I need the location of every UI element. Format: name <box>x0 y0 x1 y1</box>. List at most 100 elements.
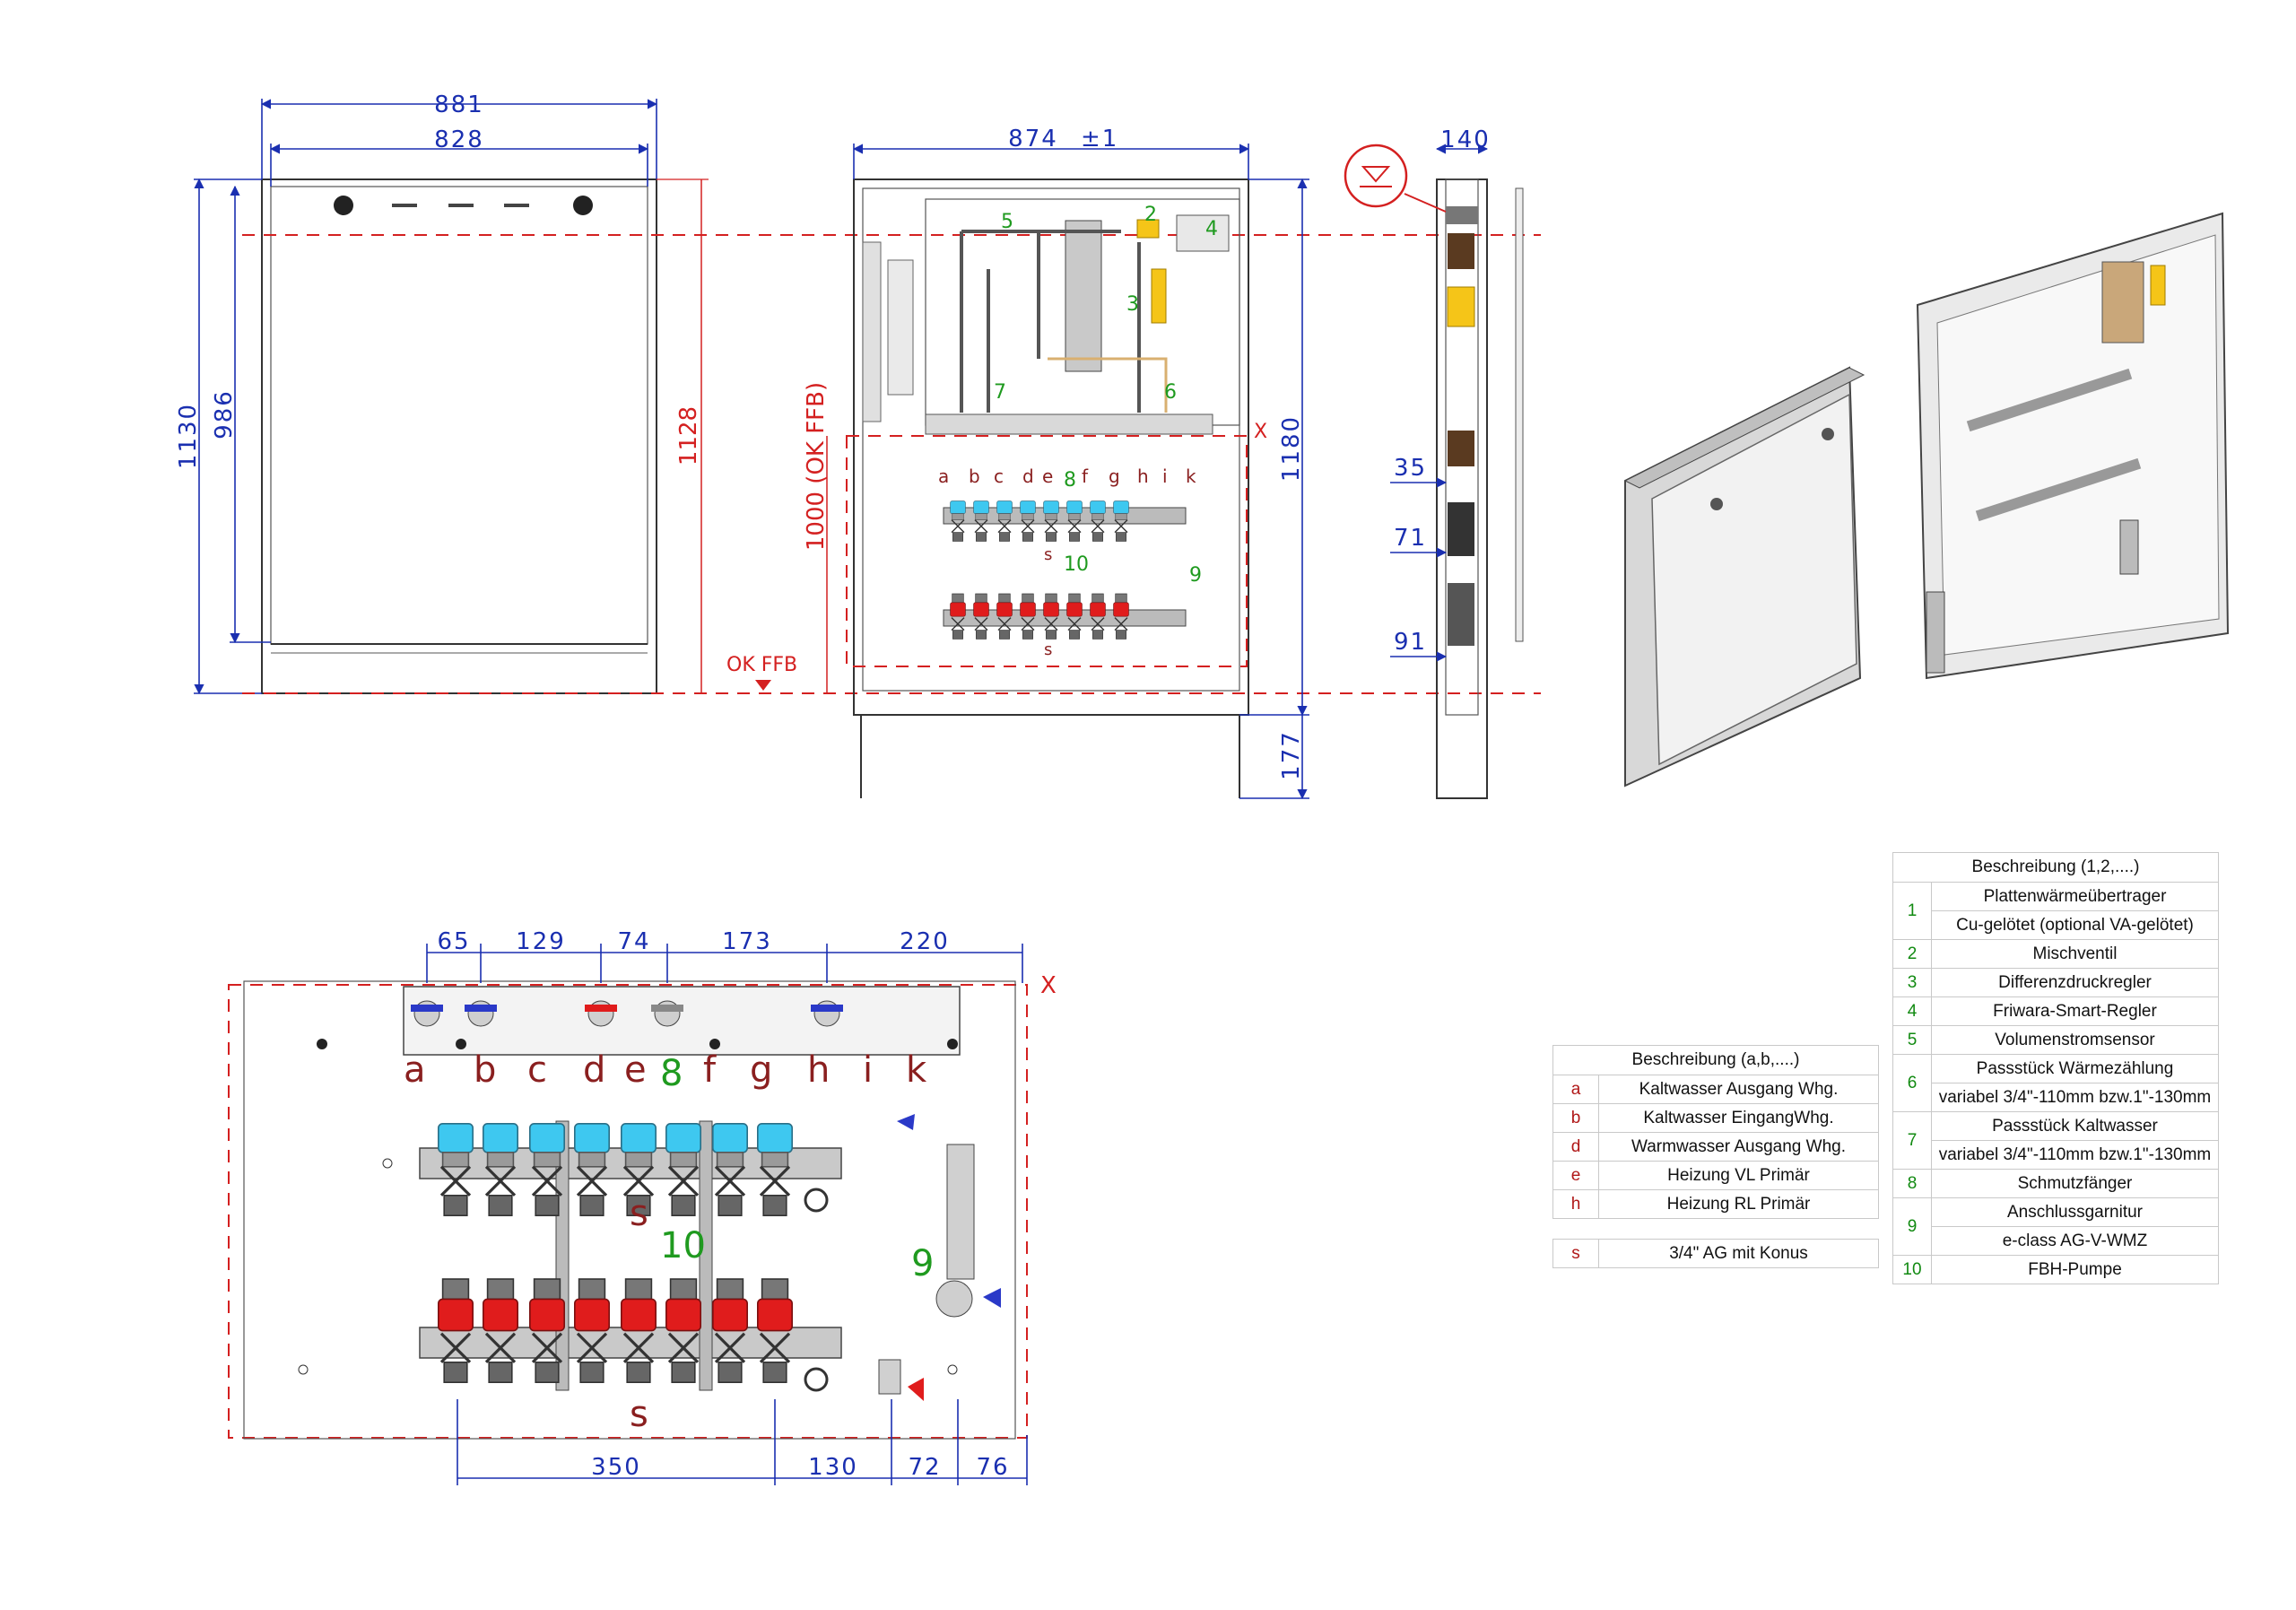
port-letter-g: g <box>1109 466 1120 487</box>
side-view: 140 35 71 91 <box>1344 126 1524 799</box>
detail-callout-10: 10 <box>660 1225 706 1266</box>
legend-text: Passstück Wärmezählung <box>1931 1054 2219 1083</box>
callout-9: 9 <box>1189 564 1202 587</box>
legend-text: 3/4" AG mit Konus <box>1598 1239 1879 1268</box>
legend-letters-header: Beschreibung (a,b,....) <box>1552 1045 1879 1075</box>
legend-text: Kaltwasser EingangWhg. <box>1598 1103 1879 1133</box>
legend-text: Heizung VL Primär <box>1598 1161 1879 1190</box>
legend-text: Differenzdruckregler <box>1931 968 2219 997</box>
red-valve-icon <box>620 1277 657 1384</box>
ok-ffb-label: OK FFB <box>726 654 797 676</box>
legend-key: 5 <box>1892 1025 1932 1055</box>
callout-4: 4 <box>1205 218 1218 240</box>
callout-10: 10 <box>1064 553 1089 576</box>
dim-350: 350 <box>591 1454 641 1481</box>
legend-text-line2: variabel 3/4"-110mm bzw.1"-130mm <box>1931 1140 2219 1170</box>
dim-76: 76 <box>976 1454 1009 1481</box>
legend-key: 4 <box>1892 996 1932 1026</box>
dim-220: 220 <box>900 928 950 955</box>
legend-text: Schmutzfänger <box>1931 1169 2219 1198</box>
legend-key: a <box>1552 1075 1599 1104</box>
legend-text: Warmwasser Ausgang Whg. <box>1598 1132 1879 1162</box>
dim-71: 71 <box>1394 525 1427 552</box>
valve-handle-icon <box>411 1005 443 1012</box>
detail-callout-8: 8 <box>660 1053 683 1094</box>
port-letter-e: e <box>1042 466 1053 487</box>
dim-874: 874 <box>1008 126 1058 152</box>
detail-letter-k: k <box>906 1049 927 1091</box>
legend-text-line2: variabel 3/4"-110mm bzw.1"-130mm <box>1931 1083 2219 1112</box>
s-label-bottom: s <box>1044 640 1052 659</box>
legend-text: Anschlussgarnitur <box>1931 1197 2219 1227</box>
detail-view: 65 129 74 173 220 350 130 72 76 X a b c … <box>228 928 1057 1485</box>
valve-handle-icon <box>651 1005 683 1012</box>
legend-key: 7 <box>1892 1111 1932 1170</box>
detail-letter-g: g <box>750 1049 772 1091</box>
callout-8: 8 <box>1064 469 1076 492</box>
legend-text: Mischventil <box>1931 939 2219 969</box>
level-symbol-icon <box>1344 144 1408 208</box>
dim-828: 828 <box>434 126 484 153</box>
valve-handle-icon <box>585 1005 617 1012</box>
dim-1180: 1180 <box>1278 415 1305 482</box>
red-valve-icon <box>573 1277 611 1384</box>
port-letter-k: k <box>1186 466 1196 487</box>
detail-x-marker: X <box>1040 972 1057 999</box>
red-valve-icon <box>1112 593 1130 640</box>
red-valve-icon <box>665 1277 702 1384</box>
valve-handle-icon <box>811 1005 843 1012</box>
dim-129: 129 <box>516 928 566 955</box>
legend-key: 2 <box>1892 939 1932 969</box>
legend-text-line2: Cu-gelötet (optional VA-gelötet) <box>1931 910 2219 940</box>
callout-5: 5 <box>1001 211 1013 233</box>
legend-text: Heizung RL Primär <box>1598 1189 1879 1219</box>
dim-173: 173 <box>722 928 772 955</box>
callout-2: 2 <box>1144 204 1157 226</box>
s-label-top: s <box>1044 545 1052 564</box>
red-valve-icon <box>972 593 990 640</box>
port-letter-h: h <box>1137 466 1149 487</box>
valve-handle-icon <box>465 1005 497 1012</box>
port-letter-c: c <box>994 466 1004 487</box>
front-view: 881 828 1130 986 1128 <box>175 91 709 695</box>
port-letter-b: b <box>969 466 980 487</box>
detail-letter-f: f <box>703 1049 717 1091</box>
legend-text-line2: e-class AG-V-WMZ <box>1931 1226 2219 1256</box>
legend-text: Plattenwärmeübertrager <box>1931 882 2219 911</box>
red-valve-icon <box>996 593 1013 640</box>
dim-140: 140 <box>1440 126 1491 153</box>
ok-ffb-height-label: 1000 (OK FFB) <box>803 382 830 551</box>
red-valve-icon <box>949 593 967 640</box>
dim-177: 177 <box>1278 730 1305 780</box>
dim-35: 35 <box>1394 455 1427 482</box>
port-letter-a: a <box>938 466 949 487</box>
legend-key: s <box>1552 1239 1599 1268</box>
port-letter-i: i <box>1162 466 1168 487</box>
legend-text: Kaltwasser Ausgang Whg. <box>1598 1075 1879 1104</box>
red-valve-icon <box>711 1277 749 1384</box>
dim-72: 72 <box>908 1454 941 1481</box>
detail-s-bottom: s <box>630 1394 648 1435</box>
legend-text: FBH-Pumpe <box>1931 1255 2219 1284</box>
callout-3: 3 <box>1126 293 1139 316</box>
red-valve-icon <box>482 1277 519 1384</box>
detail-letter-b: b <box>474 1049 496 1091</box>
legend-key: 10 <box>1892 1255 1932 1284</box>
dim-881: 881 <box>434 91 484 118</box>
dim-91: 91 <box>1394 629 1427 656</box>
